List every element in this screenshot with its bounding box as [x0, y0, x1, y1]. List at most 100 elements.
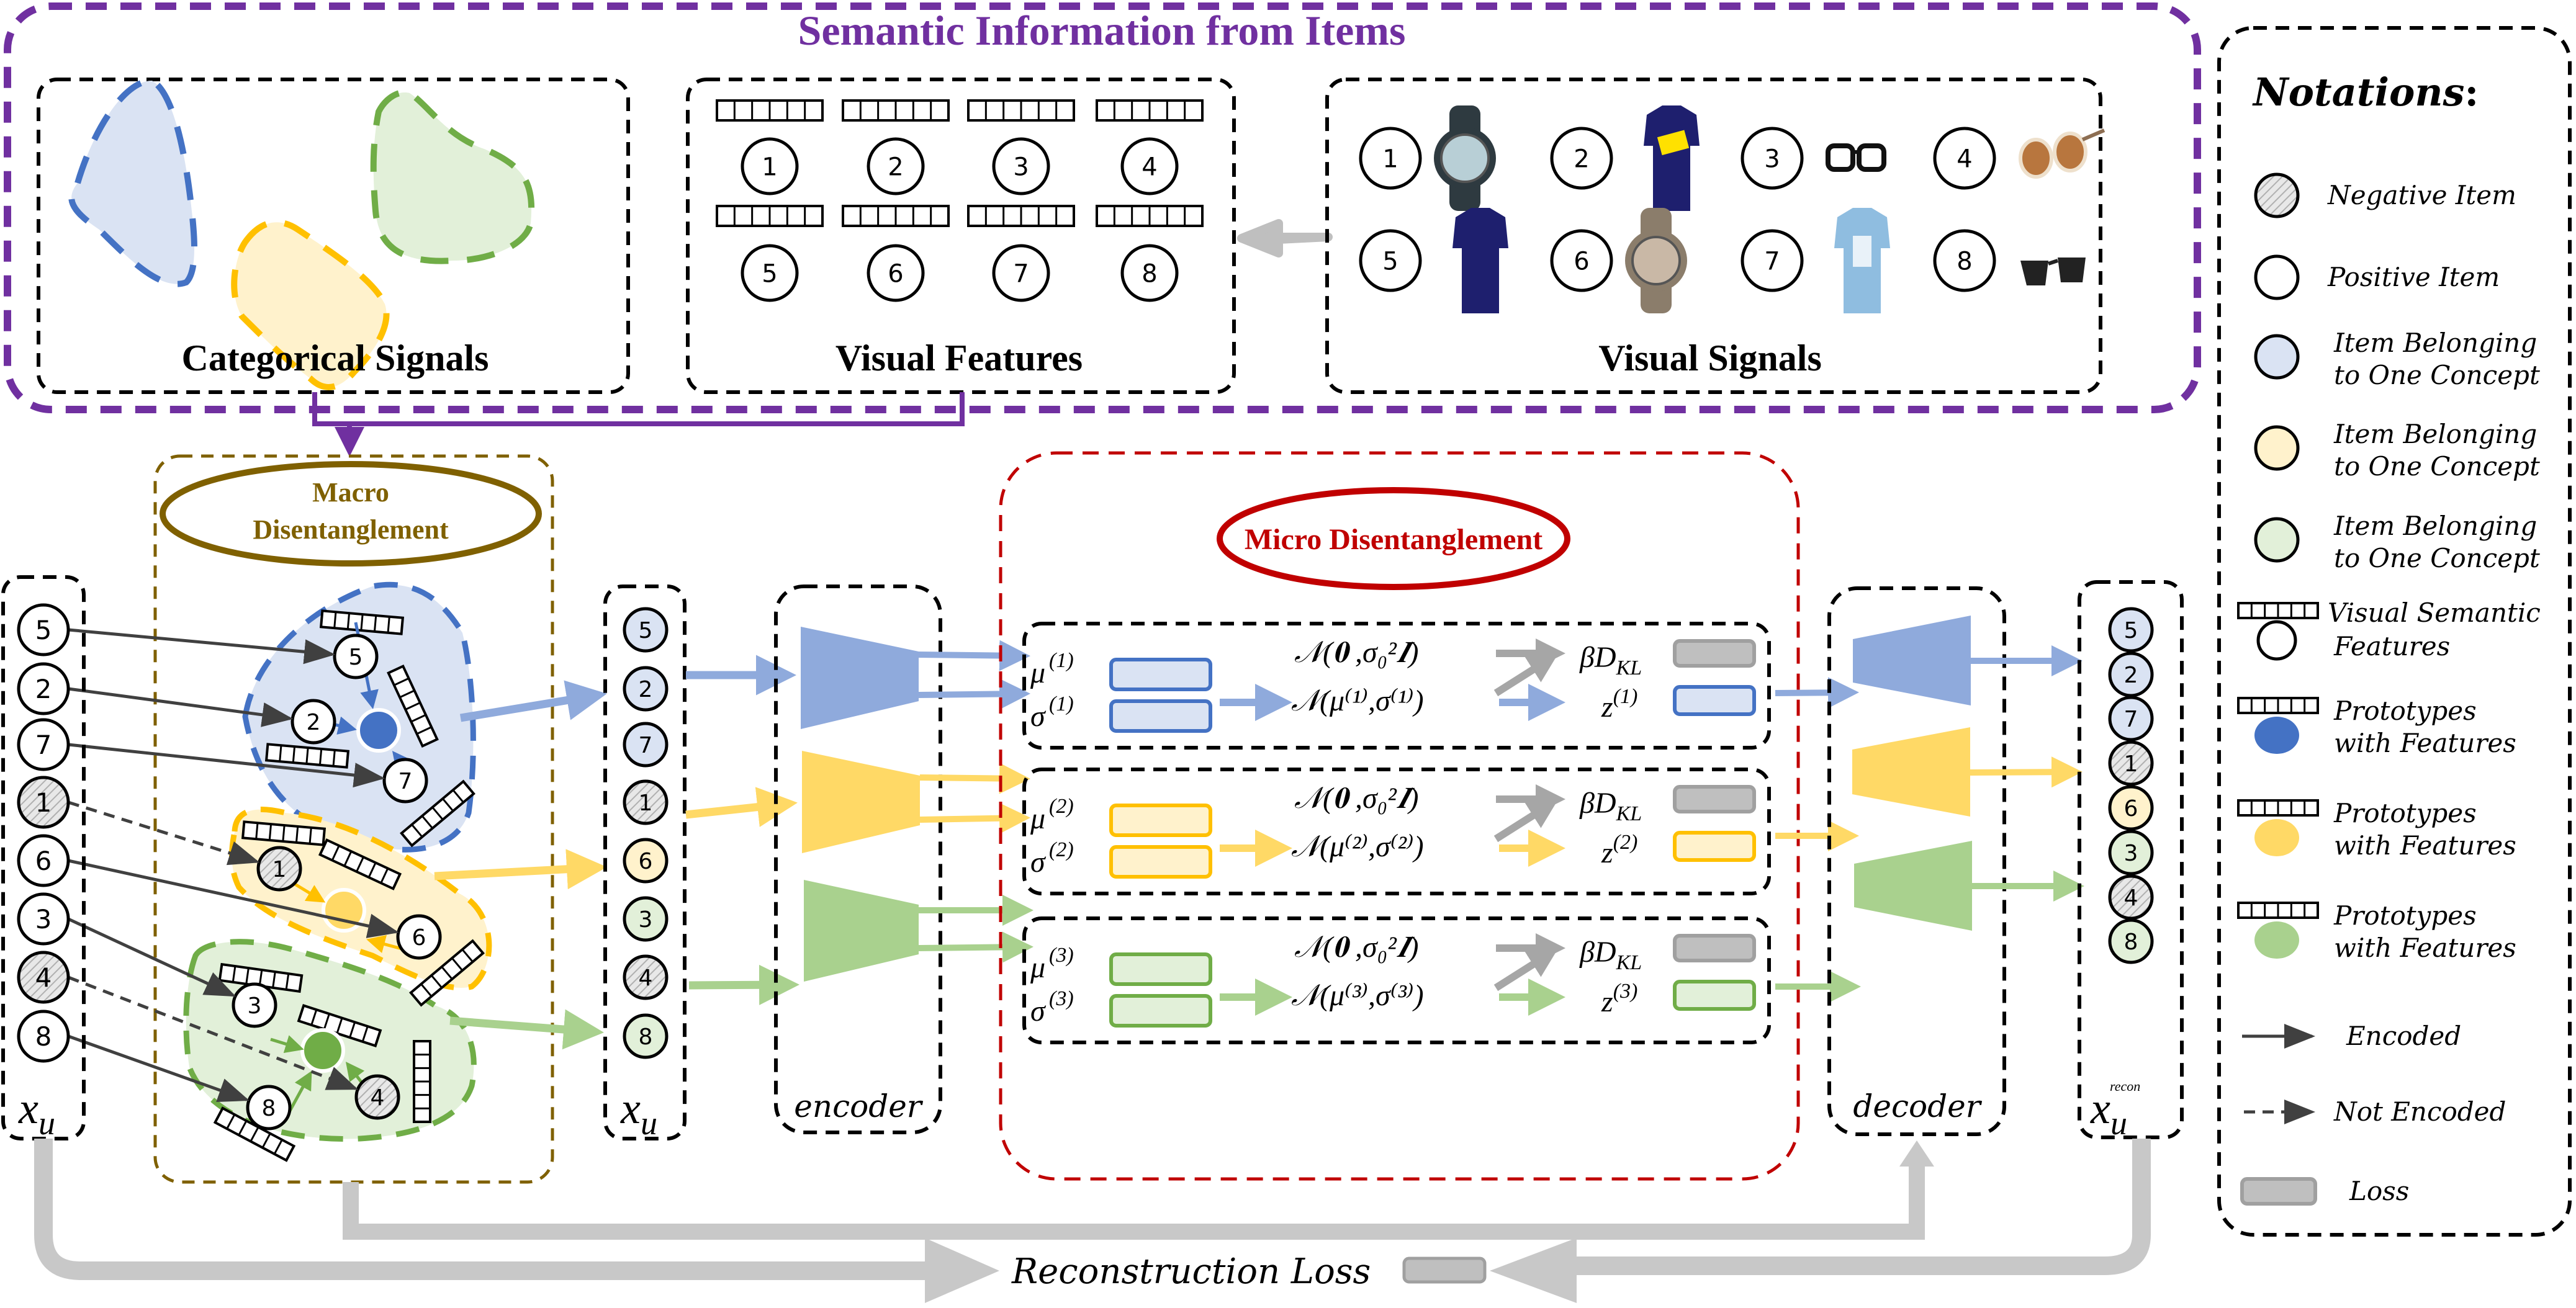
encoded-line [68, 628, 336, 665]
grouped-item: 3 [623, 896, 669, 942]
sigma-label: σ [1030, 846, 1047, 879]
grouped-item: 4 [623, 954, 669, 1000]
recon-item: 4 [2108, 874, 2154, 920]
signals-to-features-arrow [1237, 219, 1333, 258]
navy-tshirt-icon [1644, 105, 1700, 211]
yellow-category-blob [231, 219, 390, 390]
wristwatch-icon [1625, 208, 1687, 313]
recon-item: 7 [2108, 696, 2154, 741]
not-encoded-line [68, 975, 359, 1090]
item-id: 4 [371, 1085, 385, 1111]
item-id: 3 [639, 907, 653, 933]
visual-feature-vector [967, 99, 1075, 122]
z-vector [1673, 831, 1756, 862]
recon-item: 8 [2108, 918, 2154, 964]
to-encoder-yellow-arrow [685, 787, 798, 827]
sunglasses-black-icon [2020, 258, 2086, 285]
prior-distribution: 𝒩(𝟎 ,σ₀²𝑰) [1294, 636, 1419, 669]
semantic-panel-border [4, 2, 2201, 413]
notation-label: with Features [2334, 933, 2516, 963]
item-id: 3 [35, 904, 52, 934]
blue-cluster-output-arrow [459, 680, 607, 722]
item-id: 4 [1142, 153, 1157, 181]
item-id: 4 [1957, 145, 1972, 173]
mu-index: (3) [1049, 944, 1074, 967]
kl-loss-box [1673, 785, 1756, 813]
mu-index: (1) [1049, 649, 1074, 672]
notation-encoded: Encoded [2242, 1021, 2461, 1051]
visual-signal-item: 1 [1359, 127, 1422, 190]
decoder-label: decoder [1853, 1088, 1982, 1124]
prior-distribution: 𝒩(𝟎 ,σ₀²𝑰) [1294, 782, 1419, 815]
reconstruction-loss-box [1402, 1256, 1487, 1284]
notation-label: with Features [2334, 830, 2516, 861]
item-id: 2 [35, 674, 52, 704]
item-id: 8 [1142, 259, 1157, 288]
decoder-yellow-trapezoid [1852, 727, 1970, 817]
macro-item: 5 [333, 634, 379, 679]
visual-feature-item: 3 [992, 137, 1050, 195]
mu-index: (2) [1049, 795, 1074, 818]
visual-feature-vector [716, 99, 824, 122]
notation-label: to One Concept [2334, 360, 2540, 390]
macro-item: 3 [232, 982, 277, 1028]
recon-item: 6 [2108, 785, 2154, 831]
recon-item: 2 [2108, 652, 2154, 697]
recon-column-label: xurecon [2090, 1078, 2140, 1142]
item-id: 7 [1013, 259, 1029, 288]
encoded-line [68, 687, 294, 727]
notation-label: Prototypes [2333, 696, 2477, 726]
item-id: 4 [2124, 885, 2138, 911]
notation-label: Encoded [2346, 1021, 2461, 1051]
item-id: 7 [35, 730, 52, 760]
mu-label: μ [1030, 802, 1045, 835]
z-vector [1673, 685, 1756, 716]
z-label: z(2) [1601, 831, 1637, 869]
visual-signal-item: 8 [1933, 229, 1996, 292]
notation-label: Item Belonging [2333, 511, 2537, 541]
blue-prototype [356, 708, 401, 753]
encoder-outputs [918, 640, 1034, 963]
sigma-vector [1109, 699, 1212, 733]
macro-title-line2: Disentanglement [253, 514, 449, 545]
item-id: 1 [35, 787, 52, 818]
item-id: 3 [2124, 841, 2138, 866]
visual-feature-item: 2 [867, 137, 925, 195]
kl-loss-box [1673, 639, 1756, 668]
kl-label: βDKL [1579, 936, 1642, 974]
sigma-vector [1109, 845, 1212, 879]
grouped-item: 5 [623, 607, 669, 653]
negative-item-icon [2254, 172, 2300, 218]
z-label: z(1) [1601, 685, 1637, 723]
item-id: 7 [639, 733, 653, 758]
notation-label: Prototypes [2333, 798, 2477, 828]
notation-label: Positive Item [2327, 262, 2500, 292]
item-id: 8 [35, 1021, 52, 1052]
proto-yellow-icon [2254, 819, 2299, 856]
visual-feature-vector [967, 205, 1075, 227]
sigma-index: (1) [1049, 692, 1074, 715]
item-id: 3 [1013, 153, 1029, 181]
item-id: 5 [349, 645, 363, 670]
item-id: 8 [262, 1096, 276, 1121]
item-id: 5 [762, 259, 777, 288]
item-id: 5 [35, 615, 52, 645]
mu-label: μ [1030, 656, 1045, 689]
z-vector [1673, 980, 1756, 1011]
input-item: 3 [17, 892, 70, 946]
posterior-to-kl-arrow [1493, 948, 1559, 992]
proto-green-icon [2254, 921, 2299, 959]
recon-item: 5 [2108, 607, 2154, 653]
micro-title-ellipse [1217, 487, 1570, 590]
loss-box-icon [2240, 1177, 2317, 1206]
decoder-blue-trapezoid [1853, 616, 1971, 706]
